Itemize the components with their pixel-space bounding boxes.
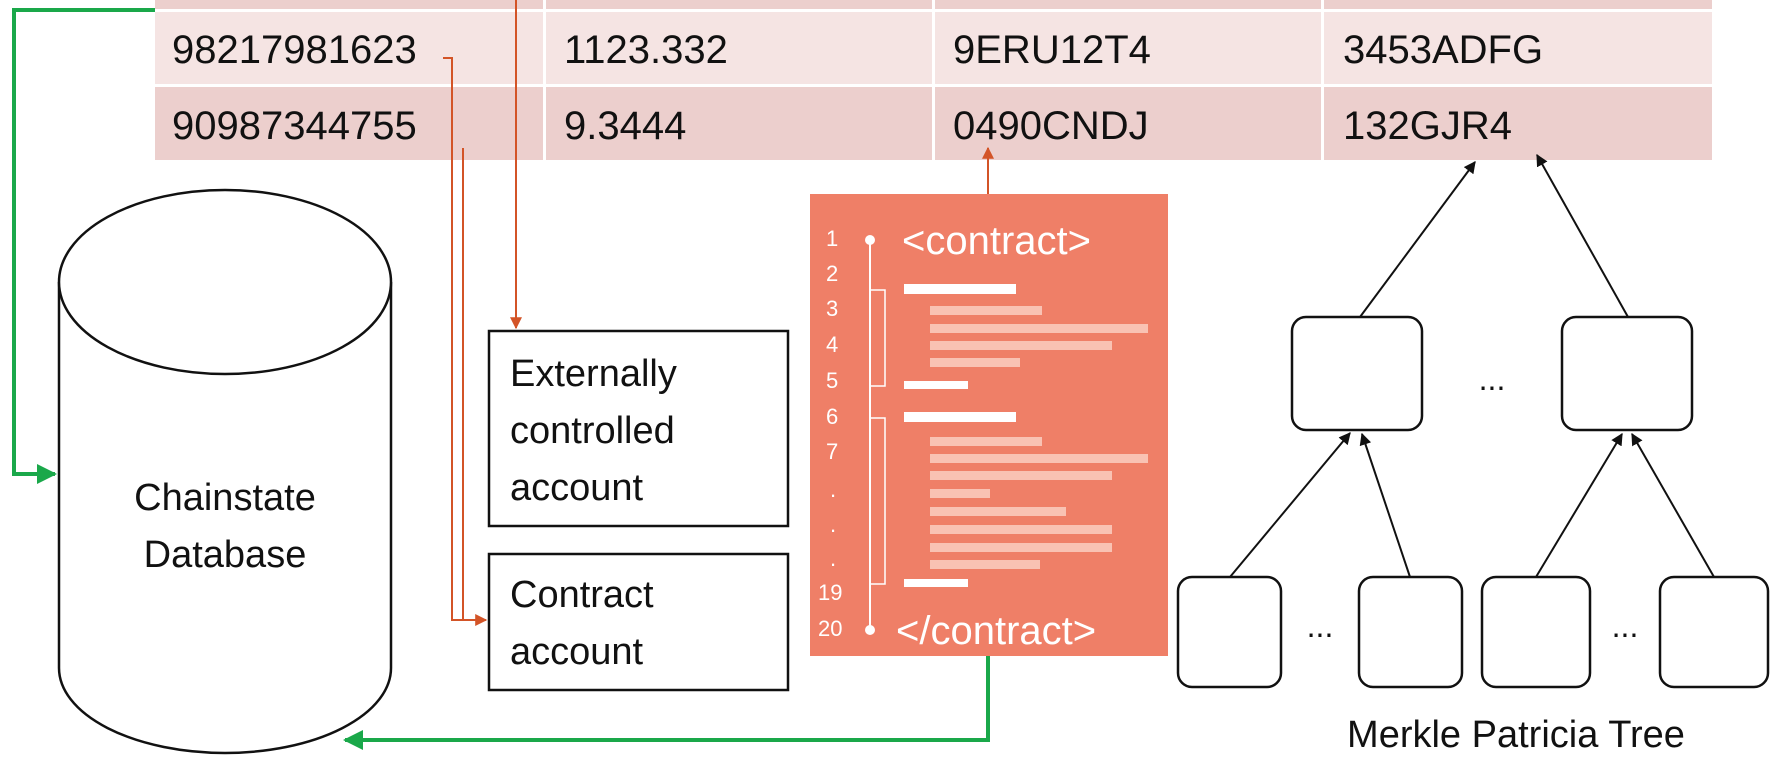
code-line-number: 3 xyxy=(826,296,838,321)
code-line-number: 19 xyxy=(818,580,842,605)
tree-ellipsis: ... xyxy=(1307,608,1334,644)
tree-ellipsis: ... xyxy=(1479,361,1506,397)
table-cell: 90987344755 xyxy=(172,104,417,148)
table-cell: 98217981623 xyxy=(172,28,417,72)
code-line-number: 2 xyxy=(826,261,838,286)
chainstate-database-cylinder: Chainstate Database xyxy=(57,188,393,755)
code-line-number: 7 xyxy=(826,439,838,464)
contract-label-line1: Contract xyxy=(510,574,654,616)
code-line-number: . xyxy=(830,546,836,571)
database-label-line1: Chainstate xyxy=(134,477,316,519)
code-line-number: 20 xyxy=(818,616,842,641)
accounts-table: 98217981623 1123.332 9ERU12T4 3453ADFG 9… xyxy=(155,0,1712,160)
externally-controlled-account-box: Externally controlled account xyxy=(487,329,790,528)
code-line-number: 5 xyxy=(826,368,838,393)
tree-node xyxy=(1290,315,1424,432)
code-bullet-icon xyxy=(865,625,875,635)
tree-node xyxy=(1357,575,1464,689)
tree-node xyxy=(1560,315,1694,432)
code-line-number: . xyxy=(830,512,836,537)
eoa-label-line1: Externally xyxy=(510,353,677,395)
code-to-database-arrow xyxy=(343,656,990,750)
contract-close-tag: </contract> xyxy=(896,609,1096,653)
contract-label-line2: account xyxy=(510,631,644,673)
table-cell: 1123.332 xyxy=(564,28,728,72)
contract-account-box: Contract account xyxy=(487,552,790,692)
code-line-number: 6 xyxy=(826,404,838,429)
contract-code-card: <contract> </contract> 1 2 3 4 5 6 7 . .… xyxy=(810,194,1168,656)
table-cell: 132GJR4 xyxy=(1343,104,1512,148)
database-label-line2: Database xyxy=(144,534,307,576)
tree-node xyxy=(1176,575,1283,689)
code-line-number: . xyxy=(830,477,836,502)
table-row: 90987344755 9.3444 0490CNDJ 132GJR4 xyxy=(155,87,1712,160)
table-row-partial xyxy=(155,0,543,9)
code-line-number: 1 xyxy=(826,226,838,251)
tree-node xyxy=(1658,575,1770,689)
table-to-database-arrow xyxy=(12,8,155,484)
table-cell: 3453ADFG xyxy=(1343,28,1543,72)
tree-caption: Merkle Patricia Tree xyxy=(1347,714,1685,756)
orange-connectors xyxy=(443,0,994,626)
table-row: 98217981623 1123.332 9ERU12T4 3453ADFG xyxy=(155,12,1712,84)
table-cell: 9.3444 xyxy=(564,104,686,148)
table-cell: 9ERU12T4 xyxy=(953,28,1151,72)
tree-node xyxy=(1480,575,1592,689)
eoa-label-line3: account xyxy=(510,467,644,509)
table-cell: 0490CNDJ xyxy=(953,104,1149,148)
contract-open-tag: <contract> xyxy=(902,219,1091,263)
tree-ellipsis: ... xyxy=(1612,608,1639,644)
code-line-number: 4 xyxy=(826,332,838,357)
code-bullet-icon xyxy=(865,235,875,245)
eoa-label-line2: controlled xyxy=(510,410,675,452)
green-connectors xyxy=(12,8,990,750)
merkle-patricia-tree: ... ... ... Merkle Patricia Tree xyxy=(1176,153,1770,756)
